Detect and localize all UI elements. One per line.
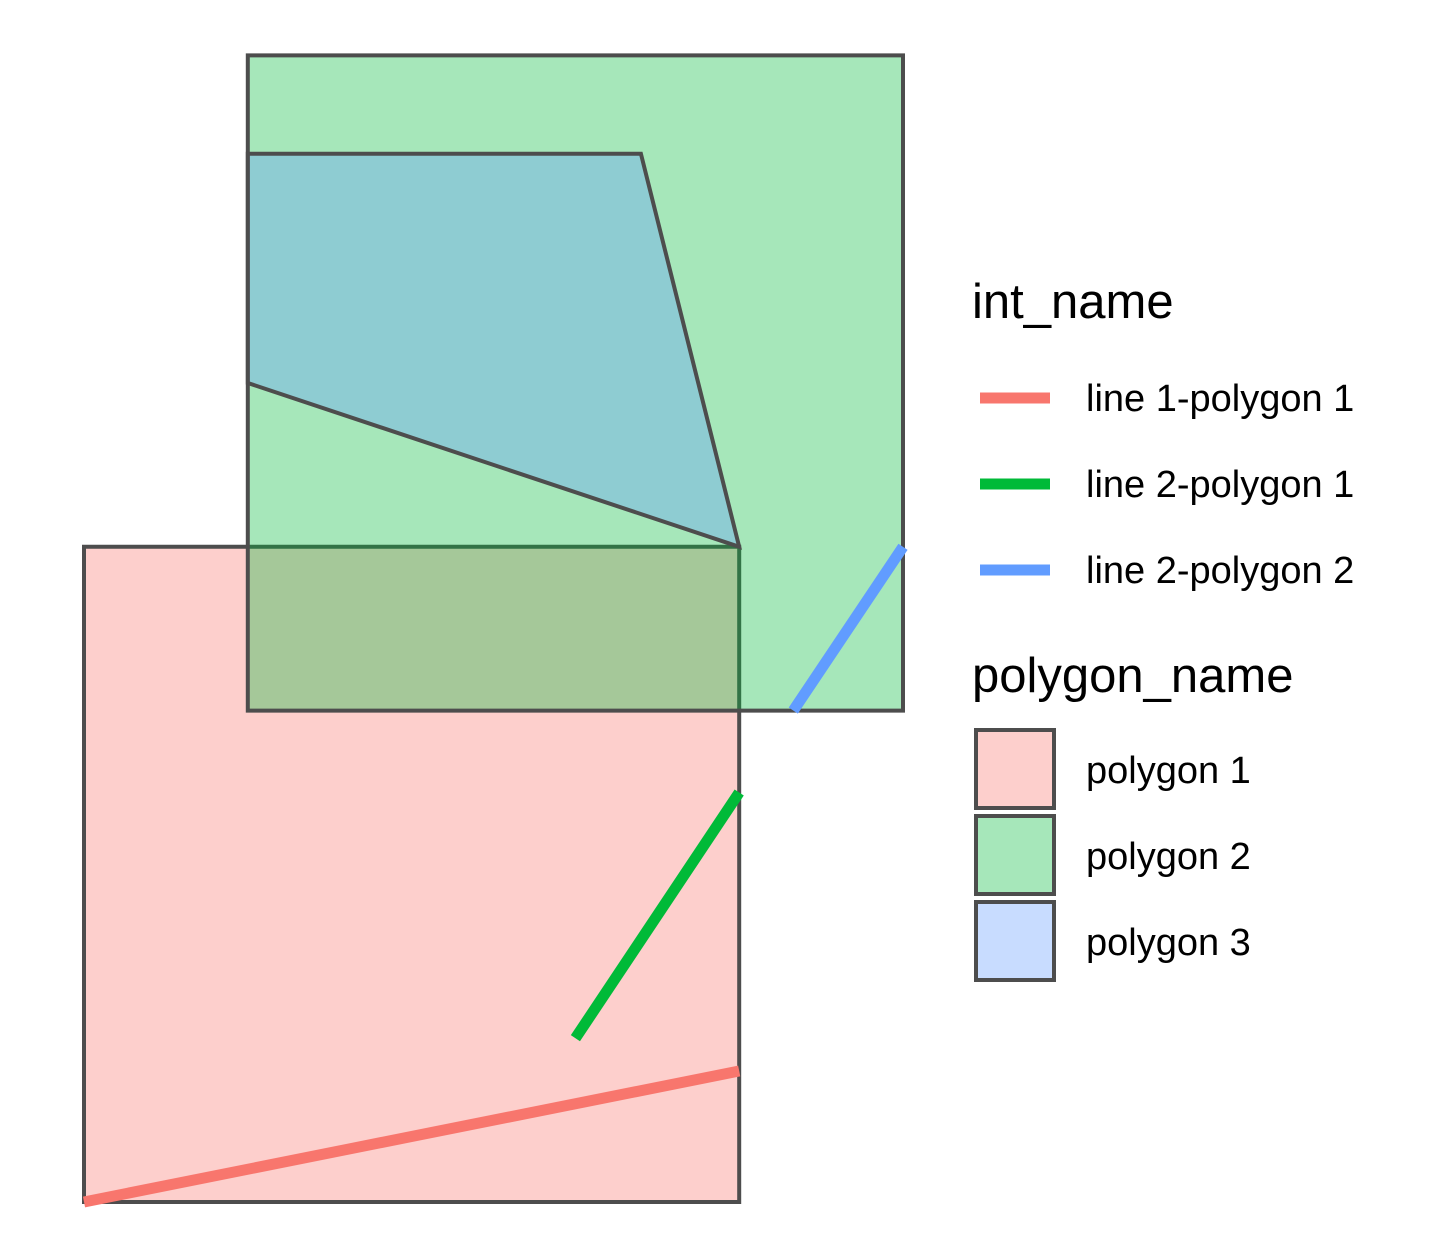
legend-label-polygon-1: polygon 1 — [1086, 750, 1251, 792]
legend-label-line-1-polygon-1: line 1-polygon 1 — [1086, 378, 1354, 420]
legend-fills: polygon 1 polygon 2 polygon 3 — [974, 728, 1251, 982]
line-line-2-polygon-2 — [788, 543, 908, 714]
legend-key-polygon-2 — [974, 814, 1056, 896]
polygon-polygon-3 — [245, 151, 743, 550]
legend-label-polygon-3: polygon 3 — [1086, 922, 1251, 964]
legend-label-line-2-polygon-1: line 2-polygon 1 — [1086, 464, 1354, 506]
legend-title-polygon-name: polygon_name — [972, 649, 1293, 703]
line-line-1-polygon-1 — [82, 1065, 741, 1208]
map-panel — [82, 53, 908, 1208]
legend-lines: line 1-polygon 1 line 2-polygon 1 line 2-p… — [980, 378, 1354, 592]
line-line-2-polygon-1 — [570, 789, 744, 1042]
legend-key-polygon-3 — [974, 900, 1056, 982]
legend-title-int-name: int_name — [972, 275, 1174, 329]
legend-label-polygon-2: polygon 2 — [1086, 836, 1251, 878]
legend: int_name line 1-polygon 1 line 2-polygon … — [972, 275, 1354, 982]
legend-label-line-2-polygon-2: line 2-polygon 2 — [1086, 550, 1354, 592]
legend-key-polygon-1 — [974, 728, 1056, 810]
